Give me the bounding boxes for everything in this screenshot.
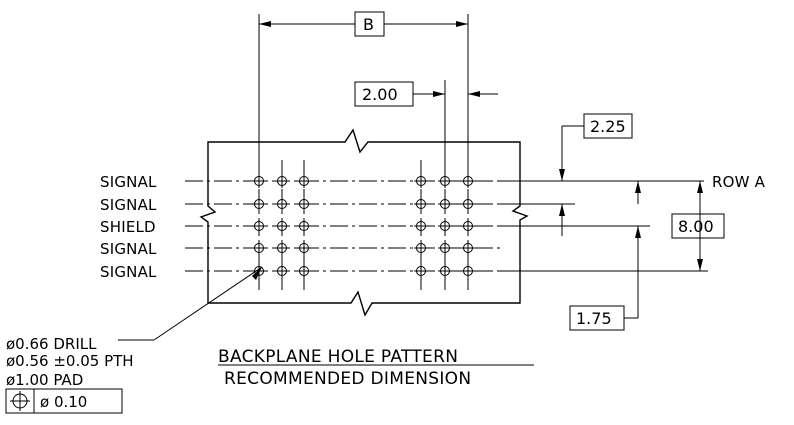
row-label-5: SIGNAL: [100, 263, 157, 281]
tolerance-frame: [5, 388, 123, 414]
dimension-row-span: 8.00: [500, 181, 725, 272]
dimension-row-span-label: 8.00: [678, 217, 714, 236]
row-labels: SIGNAL SIGNAL SHIELD SIGNAL SIGNAL: [100, 173, 157, 281]
hole-note-drill: ø0.66 DRILL: [6, 335, 97, 353]
title-line-1: BACKPLANE HOLE PATTERN: [218, 347, 458, 367]
dimension-edge-box: [569, 305, 625, 331]
row-label-3: SHIELD: [100, 218, 156, 236]
dimension-row-span-box: [671, 213, 725, 239]
dimension-b-box: [354, 11, 385, 37]
position-tolerance-icon: [10, 391, 30, 411]
row-a-label: ROW A: [712, 173, 766, 191]
row-label-4: SIGNAL: [100, 240, 157, 258]
row-a-leader: ROW A: [575, 173, 766, 191]
hole-note-pth: ø0.56 ±0.05 PTH: [6, 352, 134, 370]
hole-grid: [252, 174, 475, 278]
drawing-title: BACKPLANE HOLE PATTERN RECOMMENDED DIMEN…: [218, 347, 534, 389]
tolerance-value: ø 0.10: [40, 393, 87, 411]
hole-callout-leader: [118, 266, 263, 341]
dimension-b: B: [258, 11, 469, 170]
dimension-offset-label: 2.25: [590, 117, 626, 136]
dimension-pitch-label: 2.00: [362, 85, 398, 104]
row-label-2: SIGNAL: [100, 196, 157, 214]
hole-note-pad: ø1.00 PAD: [6, 371, 83, 389]
title-line-2: RECOMMENDED DIMENSION: [224, 369, 471, 389]
dimension-edge: 1.75: [569, 181, 641, 331]
hole-notes: ø0.66 DRILL ø0.56 ±0.05 PTH ø1.00 PAD ø …: [5, 335, 134, 414]
board-outline: [199, 128, 529, 317]
dimension-offset: 2.25: [500, 113, 633, 236]
dimension-pitch: 2.00: [354, 80, 498, 170]
dimension-edge-label: 1.75: [576, 309, 612, 328]
dimension-b-label: B: [363, 15, 374, 34]
row-label-1: SIGNAL: [100, 173, 157, 191]
